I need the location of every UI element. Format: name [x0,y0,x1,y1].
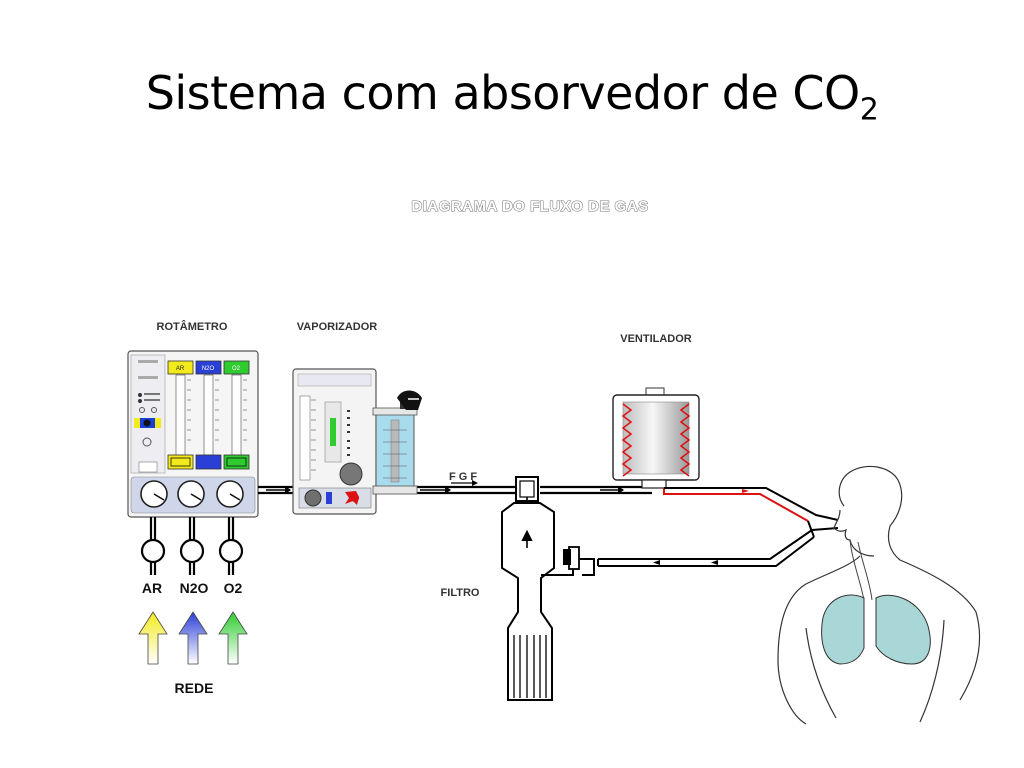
circuit-flow-arrows [653,489,749,565]
label-fgf: F G F [449,471,477,483]
lungs [821,594,931,665]
gas-label-ar: AR [142,580,162,596]
tube-label-o2: O2 [232,366,241,372]
arrow-up-icon-n2o [178,611,208,665]
tube-label-n2o: N2O [202,366,215,372]
label-filtro: FILTRO [441,587,480,599]
rotameter-machine: AR N2O O2 [127,350,259,518]
slide-title-main: Sistema com absorvedor de CO [145,66,861,120]
label-vaporizador: VAPORIZADOR [297,321,378,333]
co2-absorber-canister [372,390,422,495]
label-rede: REDE [175,680,214,696]
vaporizer [292,368,377,515]
gas-label-n2o: N2O [180,580,209,596]
label-ventilador: VENTILADOR [620,333,692,345]
slide-title: Sistema com absorvedor de CO2 [0,66,1024,125]
slide-title-subscript: 2 [859,92,879,128]
ventilator [612,387,700,489]
diagram-title: DIAGRAMA DO FLUXO DE GAS [411,198,648,215]
gas-supply-valves [140,517,244,575]
arrow-up-icon-o2 [218,611,248,665]
gas-label-o2: O2 [224,580,243,596]
tube-label-ar: AR [176,366,185,372]
label-rotametro: ROTÂMETRO [157,320,228,333]
flow-arrows [266,480,624,494]
breathing-circuit [597,487,839,567]
arrow-up-icon-ar [138,611,168,665]
supply-arrows [138,611,248,665]
patient-figure [777,465,981,725]
filter-assembly [501,476,595,701]
